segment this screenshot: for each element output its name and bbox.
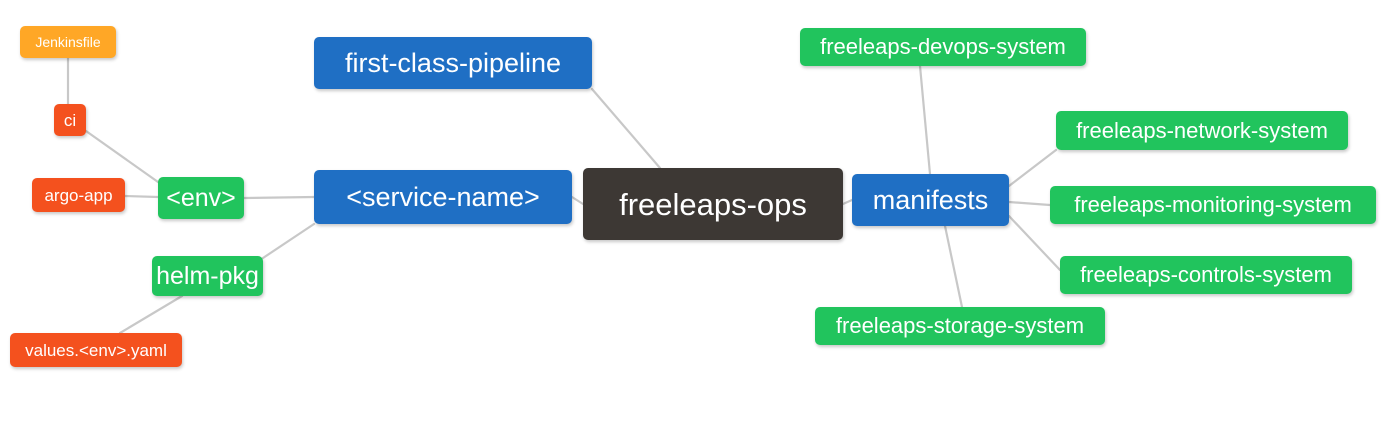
node-label-values-env-yaml: values.<env>.yaml bbox=[25, 340, 167, 360]
node-label-freeleaps-storage-system: freeleaps-storage-system bbox=[835, 313, 1085, 338]
edge-manifests-to-freeleaps-storage-system bbox=[943, 224, 964, 309]
node-label-ci: ci bbox=[63, 110, 77, 130]
edge-manifests-to-freeleaps-devops-system bbox=[918, 64, 932, 176]
node-freeleaps-network-system[interactable]: freeleaps-network-system bbox=[1056, 111, 1348, 150]
node-ci[interactable]: ci bbox=[54, 104, 86, 136]
edge-freeleaps-ops-to-manifests bbox=[841, 198, 854, 206]
edge-manifests-to-freeleaps-monitoring-system bbox=[1007, 200, 1052, 207]
node-label-argo-app: argo-app bbox=[44, 185, 113, 205]
edge-env-to-argo-app bbox=[123, 194, 160, 199]
edge-freeleaps-ops-to-first-class-pipeline bbox=[590, 87, 662, 170]
edge-manifests-to-freeleaps-controls-system bbox=[1007, 214, 1062, 272]
node-freeleaps-monitoring-system[interactable]: freeleaps-monitoring-system bbox=[1050, 186, 1376, 224]
node-freeleaps-storage-system[interactable]: freeleaps-storage-system bbox=[815, 307, 1105, 345]
node-jenkinsfile[interactable]: Jenkinsfile bbox=[20, 26, 116, 58]
node-label-freeleaps-network-system: freeleaps-network-system bbox=[1076, 117, 1328, 143]
node-freeleaps-ops[interactable]: freeleaps-ops bbox=[583, 168, 843, 240]
edge-freeleaps-ops-to-service-name bbox=[570, 195, 585, 206]
node-helm-pkg[interactable]: helm-pkg bbox=[152, 256, 263, 296]
node-label-first-class-pipeline: first-class-pipeline bbox=[344, 47, 562, 78]
node-service-name[interactable]: <service-name> bbox=[314, 170, 572, 224]
node-first-class-pipeline[interactable]: first-class-pipeline bbox=[314, 37, 592, 89]
node-manifests[interactable]: manifests bbox=[852, 174, 1009, 226]
node-label-jenkinsfile: Jenkinsfile bbox=[35, 34, 101, 50]
node-label-service-name: <service-name> bbox=[346, 181, 540, 212]
edge-service-name-to-helm-pkg bbox=[261, 222, 316, 260]
edge-env-to-ci bbox=[84, 129, 160, 184]
node-label-freeleaps-controls-system: freeleaps-controls-system bbox=[1080, 262, 1332, 287]
node-freeleaps-controls-system[interactable]: freeleaps-controls-system bbox=[1060, 256, 1352, 294]
node-label-freeleaps-ops: freeleaps-ops bbox=[619, 186, 807, 222]
node-label-freeleaps-monitoring-system: freeleaps-monitoring-system bbox=[1074, 192, 1352, 217]
node-label-helm-pkg: helm-pkg bbox=[156, 261, 259, 290]
edge-service-name-to-env bbox=[242, 195, 316, 200]
node-argo-app[interactable]: argo-app bbox=[32, 178, 125, 212]
edge-helm-pkg-to-values-env-yaml bbox=[118, 294, 184, 335]
node-label-manifests: manifests bbox=[872, 184, 989, 215]
edge-manifests-to-freeleaps-network-system bbox=[1007, 148, 1058, 188]
node-env[interactable]: <env> bbox=[158, 177, 244, 219]
node-label-env: <env> bbox=[166, 183, 236, 212]
node-label-freeleaps-devops-system: freeleaps-devops-system bbox=[820, 34, 1066, 59]
node-values-env-yaml[interactable]: values.<env>.yaml bbox=[10, 333, 182, 367]
node-freeleaps-devops-system[interactable]: freeleaps-devops-system bbox=[800, 28, 1086, 66]
